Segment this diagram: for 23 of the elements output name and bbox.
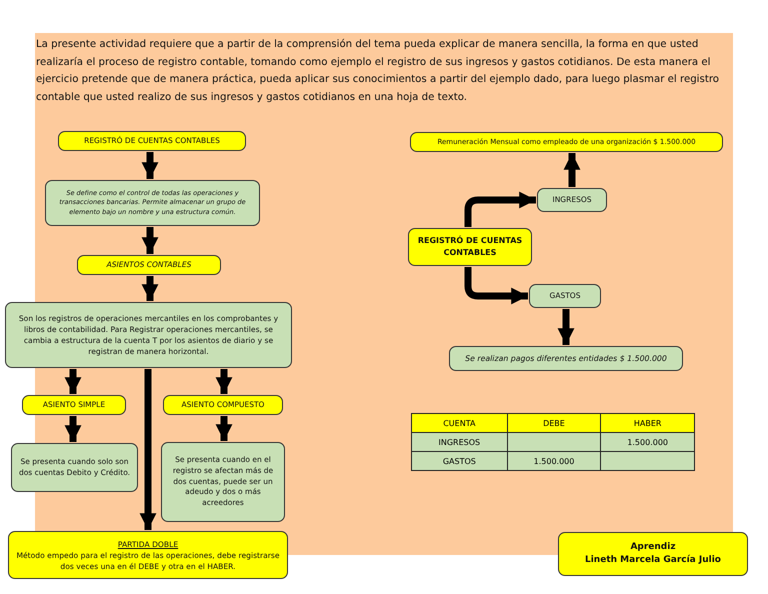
arrow (64, 369, 82, 394)
process-box (558, 532, 748, 576)
header-cell: HABER (600, 414, 694, 432)
arrow (142, 152, 158, 179)
box-heading: Aprendiz (630, 540, 676, 554)
arrow (142, 276, 158, 301)
table-cell: 1.500.000 (507, 452, 601, 470)
process-box: REGISTRÓ DE CUENTAS CONTABLES (408, 228, 532, 266)
header-cell: CUENTA (412, 414, 508, 432)
process-box (8, 531, 288, 579)
table-cell: GASTOS (412, 452, 508, 470)
arrow (216, 416, 232, 441)
header-cell: DEBE (507, 414, 601, 432)
arrow (558, 309, 574, 345)
arrow (564, 153, 580, 187)
table-cell: 1.500.000 (600, 432, 694, 452)
intro-paragraph: La presente actividad requiere que a partir de la comprensión del tema pueda explicar de manera sencilla, la forma en que usted realizaría el proceso de registro contable, tomando como ejemplo el registro de sus ingresos y gastos cotidianos. De esta manera el ejercicio pretende que de manera práctica, pueda aplicar sus conocimientos a partir del ejemplo dado, para luego plasmar el registro contable que usted realizo de sus ingresos y gastos cotidianos en una hoja de texto. (36, 38, 720, 104)
arrow (142, 227, 158, 254)
arrow (216, 369, 232, 394)
box-text: Lineth Marcela García Julio (584, 554, 721, 567)
table-cell: INGRESOS (412, 432, 508, 452)
arrow (64, 416, 82, 442)
arrow (140, 369, 156, 530)
